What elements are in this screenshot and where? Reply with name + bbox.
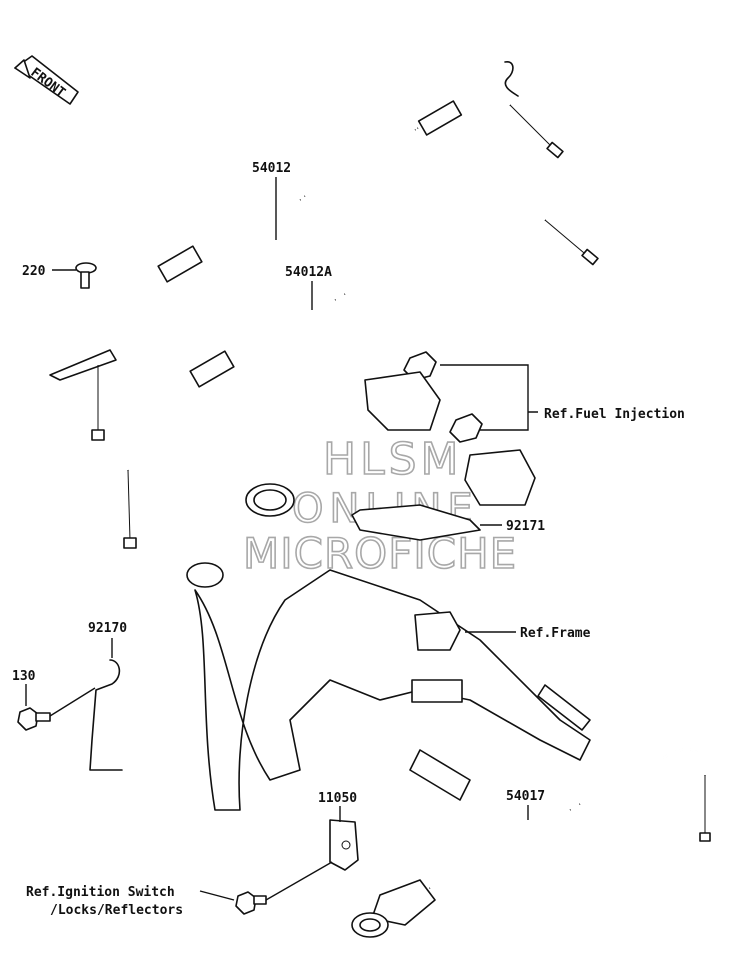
clamp-92170-icon [89, 659, 123, 771]
label-ref-fuel-injection: Ref.Fuel Injection [544, 407, 685, 422]
label-ref-frame: Ref.Frame [520, 626, 591, 641]
label-54017: 54017 [506, 789, 545, 804]
ignition-bolt-icon [235, 891, 267, 915]
frame [186, 483, 591, 811]
front-arrow-icon: FRONT [14, 55, 79, 105]
label-ref-ignition-line2: /Locks/Reflectors [50, 903, 183, 918]
label-54012a: 54012A [285, 265, 332, 280]
label-220: 220 [22, 264, 46, 279]
bracket-11050-icon [329, 819, 359, 871]
throttle-cable-54012 [49, 61, 564, 441]
label-92171: 92171 [506, 519, 545, 534]
label-130: 130 [12, 669, 36, 684]
bolt-130-icon [17, 707, 51, 731]
throttle-cable-54012a [122, 207, 599, 549]
label-ref-ignition-line1: Ref.Ignition Switch [26, 885, 175, 900]
choke-cable-54017 [351, 748, 711, 938]
watermark-line3: MICROFICHE [243, 529, 517, 578]
screw-220-icon [75, 262, 97, 289]
label-54012: 54012 [252, 161, 291, 176]
fuel-injection-sensors [351, 351, 536, 541]
label-92170: 92170 [88, 621, 127, 636]
label-11050: 11050 [318, 791, 357, 806]
watermark-line1: HLSM [323, 434, 463, 485]
